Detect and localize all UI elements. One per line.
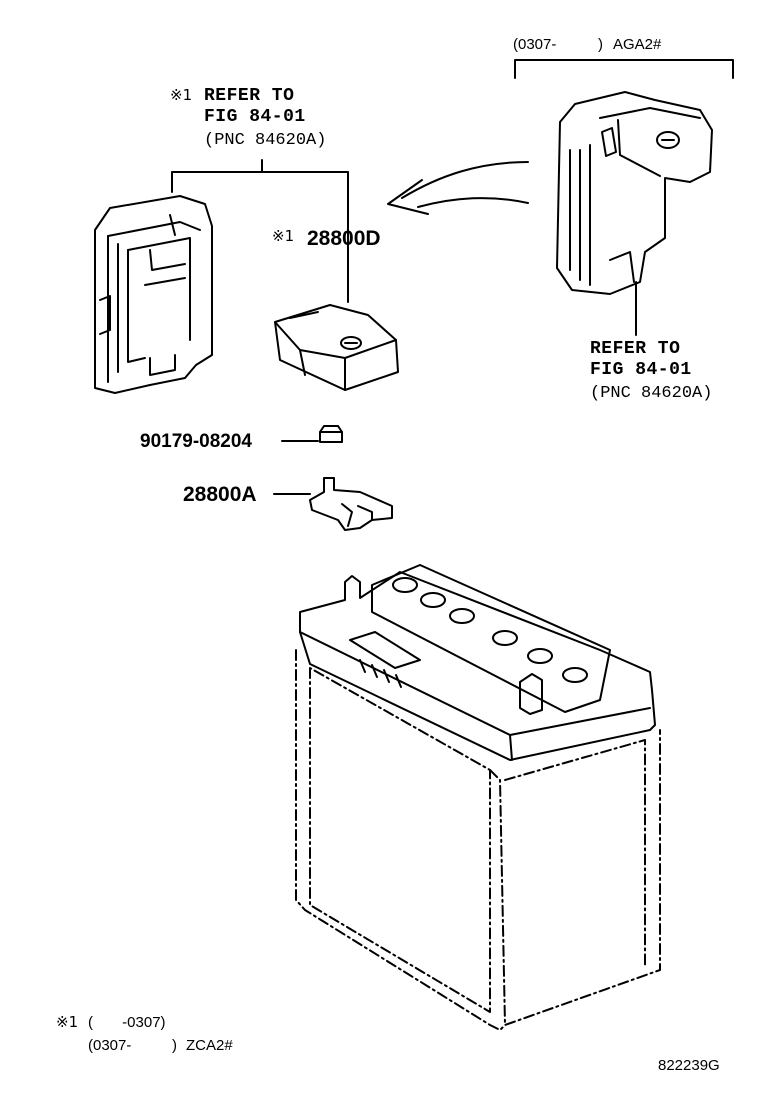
footnote-line2-model: ZCA2#: [186, 1037, 233, 1054]
left-junction-housing: [94, 195, 213, 394]
left-ref-line3: (PNC 84620A): [204, 131, 327, 150]
right-ref-line2: FIG 84-01: [590, 360, 692, 380]
figure-code: 822239G: [658, 1057, 720, 1074]
battery-terminal: [309, 477, 393, 531]
left-ref-mark: ※1: [170, 86, 193, 104]
footnote-mark: ※1: [56, 1013, 79, 1031]
footnote-line2-open: (0307-: [88, 1037, 132, 1054]
header-note-open: (0307-: [513, 36, 557, 53]
footnote-line1: ( -0307): [88, 1014, 166, 1031]
right-ref-line1: REFER TO: [590, 339, 681, 359]
direction-arrow: [401, 161, 529, 199]
footnote-line2-close: ): [172, 1037, 177, 1054]
part-28800d: 28800D: [307, 227, 381, 250]
direction-arrow-head: [387, 179, 429, 215]
right-ref-line3: (PNC 84620A): [590, 384, 713, 403]
header-bracket: [514, 59, 734, 79]
terminal-cover: [274, 304, 399, 391]
part-90179-08204: 90179-08204: [140, 431, 252, 452]
cover-mark: ※1: [272, 227, 295, 245]
left-ref-line1: REFER TO: [204, 86, 295, 106]
left-ref-bracket: [171, 171, 349, 193]
left-ref-line2: FIG 84-01: [204, 107, 306, 127]
direction-arrow-lower: [417, 197, 529, 208]
part-28800a: 28800A: [183, 483, 257, 506]
battery: [295, 564, 661, 1031]
right-junction-housing: [556, 91, 713, 295]
nut: [319, 425, 343, 443]
header-note-close: ): [598, 36, 603, 53]
header-note-model: AGA2#: [613, 36, 662, 53]
